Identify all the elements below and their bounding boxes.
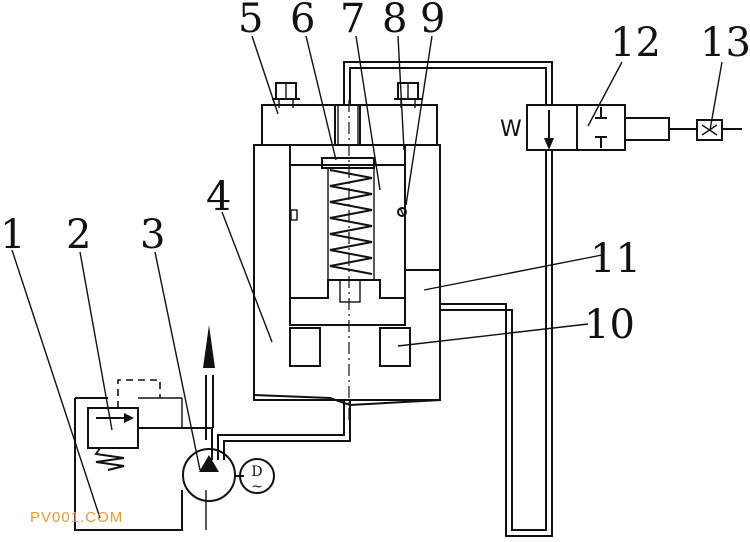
label-11: 11 bbox=[590, 236, 641, 282]
cylinder-body bbox=[253, 144, 441, 407]
bolt-left bbox=[272, 82, 300, 108]
label-13: 13 bbox=[700, 20, 750, 66]
pipes bbox=[74, 61, 553, 537]
solenoid-valve: W bbox=[500, 104, 697, 151]
label-3: 3 bbox=[140, 212, 165, 258]
part-labels: 1 2 3 4 5 6 7 8 9 11 10 12 13 bbox=[0, 0, 750, 348]
label-1: 1 bbox=[0, 212, 25, 258]
label-10: 10 bbox=[584, 302, 635, 348]
seal-ring bbox=[397, 207, 407, 217]
relief-valve bbox=[87, 379, 161, 471]
valve-spring-symbol: W bbox=[500, 117, 522, 142]
label-6: 6 bbox=[290, 0, 315, 42]
watermark: PV001.COM bbox=[30, 509, 123, 526]
actuator bbox=[696, 119, 742, 141]
motor-symbol: ~ bbox=[251, 479, 263, 495]
label-9: 9 bbox=[420, 0, 445, 42]
label-2: 2 bbox=[66, 212, 91, 258]
bolt-right bbox=[394, 82, 422, 108]
spring bbox=[329, 169, 373, 275]
piston bbox=[289, 157, 407, 303]
leader-lines bbox=[11, 35, 723, 519]
motor-letter: D bbox=[251, 464, 262, 480]
motor: D ~ bbox=[239, 458, 275, 495]
label-4: 4 bbox=[206, 174, 231, 220]
pump bbox=[182, 448, 236, 502]
cylinder-seals bbox=[289, 327, 411, 367]
label-5: 5 bbox=[238, 0, 263, 42]
label-12: 12 bbox=[610, 20, 661, 66]
label-7: 7 bbox=[340, 0, 365, 42]
label-8: 8 bbox=[382, 0, 407, 42]
